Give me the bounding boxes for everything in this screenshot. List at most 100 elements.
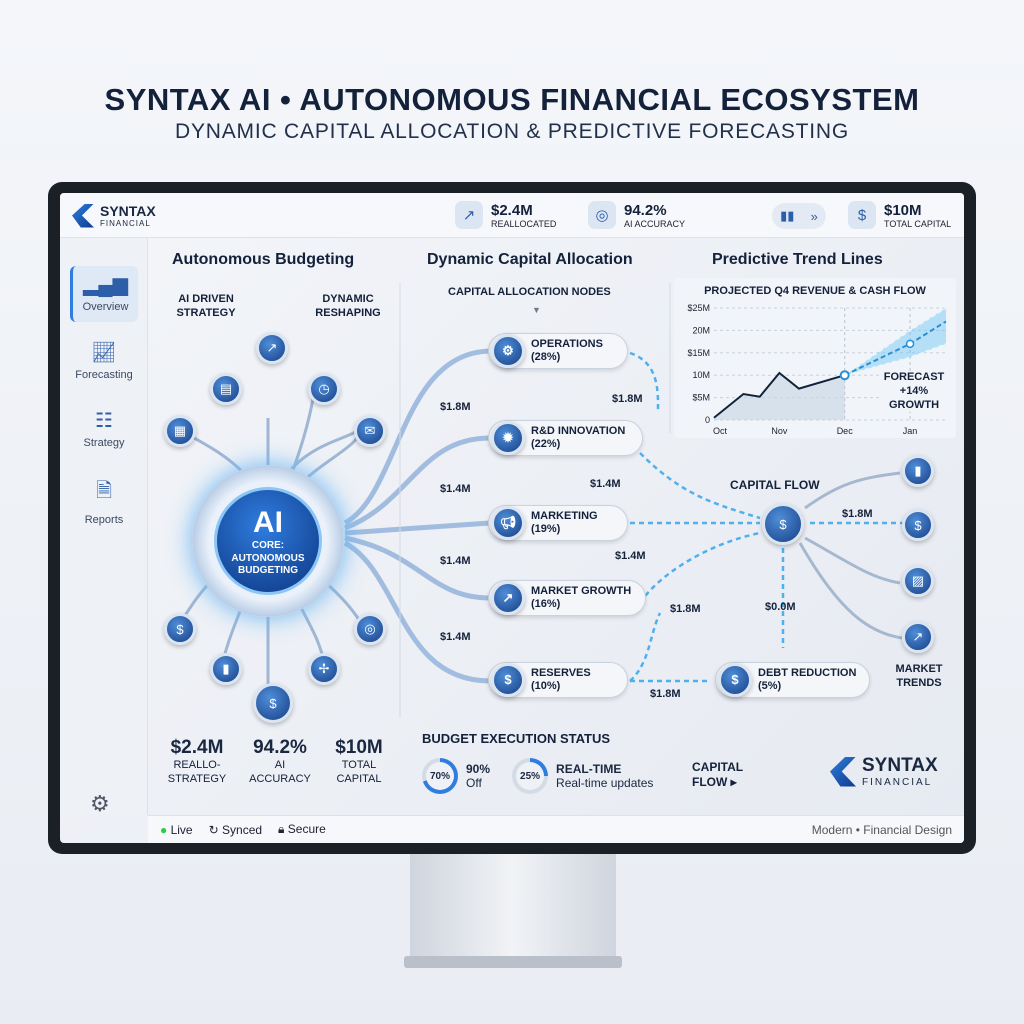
- amount-label: $1.4M: [440, 631, 471, 643]
- live-status: ● Live: [160, 822, 193, 837]
- progress-ring-70: 70%: [422, 758, 458, 794]
- gear-icon[interactable]: ⚙: [90, 791, 110, 816]
- bar-chart-node-icon[interactable]: ▮: [902, 455, 934, 487]
- kpi-label: TOTAL CAPITAL: [884, 218, 952, 229]
- node-marketing[interactable]: 📢︎MARKETING(19%): [488, 505, 628, 541]
- logo-name: SYNTAX: [100, 203, 156, 219]
- nav-label: Reports: [84, 514, 124, 526]
- sidebar-item-forecasting[interactable]: 📈︎Forecasting: [70, 334, 138, 390]
- amount-label: $1.8M: [612, 393, 643, 405]
- monitor-base: [404, 956, 622, 968]
- growth-icon: ↗: [491, 581, 525, 615]
- kpi-label: REALLOCATED: [491, 218, 557, 229]
- ai-core-text: CORE: AUTONOMOUS BUDGETING: [231, 540, 305, 576]
- document-icon: 🗎︎: [95, 480, 113, 502]
- chevrons-right-icon[interactable]: »: [810, 208, 818, 224]
- amount-label: $1.8M: [650, 688, 681, 700]
- ai-core: AI CORE: AUTONOMOUS BUDGETING: [214, 487, 322, 595]
- node-debt-reduction[interactable]: $DEBT REDUCTION(5%): [715, 662, 870, 698]
- trend-lines: [798, 471, 903, 640]
- sidebar-item-reports[interactable]: 🗎︎ Reports: [70, 470, 138, 526]
- synced-status: ↻ Synced: [208, 822, 263, 837]
- progress-ring-25: 25%: [512, 758, 549, 794]
- monitor-stand: [410, 854, 616, 966]
- amount-label: $0.0M: [765, 601, 796, 613]
- amount-label: $1.8M: [842, 508, 873, 520]
- budgeting-title: Autonomous Budgeting: [172, 251, 355, 268]
- x-tick-label: Jan: [903, 426, 918, 436]
- coins-node-icon[interactable]: ◎: [354, 613, 386, 645]
- forecast-band: [844, 308, 946, 376]
- stat-accuracy: 94.2%AI ACCURACY: [249, 737, 311, 785]
- shuffle-node-icon[interactable]: ✢: [308, 653, 340, 685]
- ai-driven-label: AI DRIVEN STRATEGY: [176, 293, 236, 319]
- sidebar: ▂▄▆Overview 📈︎Forecasting ☷Strategy 🗎︎ Re…: [60, 238, 148, 816]
- amount-label: $1.4M: [615, 550, 646, 562]
- x-tick-label: Oct: [713, 426, 728, 436]
- band-upper-line: [844, 307, 947, 376]
- ai-core-hub[interactable]: AI CORE: AUTONOMOUS BUDGETING: [192, 465, 344, 617]
- sidebar-item-strategy[interactable]: ☷Strategy: [70, 402, 138, 458]
- logo-sub: FINANCIAL: [100, 219, 151, 228]
- budget-node-icon[interactable]: ▤: [210, 373, 242, 405]
- cog-icon: ✹: [491, 421, 525, 455]
- y-tick-label: $15M: [687, 348, 710, 358]
- y-tick-label: $25M: [687, 303, 710, 313]
- secure-status: 🔒︎ Secure: [278, 822, 326, 836]
- ring1-caption: Off: [466, 776, 482, 790]
- trend-icon: ↗: [455, 201, 483, 229]
- dollar-node-icon[interactable]: $: [253, 683, 293, 723]
- data-point: [905, 339, 915, 349]
- status-bar: ● Live ↻ Synced 🔒︎ Secure Modern • Finan…: [148, 815, 964, 843]
- allocation-subtitle: CAPITAL ALLOCATION NODES: [448, 286, 611, 298]
- line-chart-icon: 📈︎: [91, 342, 117, 364]
- actual-area: [714, 372, 845, 420]
- money-bag-icon: $: [491, 663, 525, 697]
- view-toggle[interactable]: ▮▮ »: [772, 203, 826, 229]
- market-trends-label: MARKET TRENDS: [895, 663, 943, 689]
- gear-icon: ⚙: [491, 334, 525, 368]
- bars-node-icon[interactable]: ▮: [210, 653, 242, 685]
- clock-node-icon[interactable]: ◷: [308, 373, 340, 405]
- capital-flow-lines: [629, 351, 905, 683]
- sidebar-item-overview[interactable]: ▂▄▆Overview: [70, 266, 138, 322]
- kpi-accuracy: ◎ 94.2%AI ACCURACY: [588, 201, 685, 229]
- kpi-value: $10M: [884, 201, 922, 219]
- dollar-node-icon[interactable]: $: [164, 613, 196, 645]
- forecast-annotation: FORECAST +14% GROWTH: [882, 371, 946, 413]
- kpi-value: $2.4M: [491, 201, 533, 219]
- node-operations[interactable]: ⚙OPERATIONS(28%): [488, 333, 628, 369]
- growth-node-icon[interactable]: ↗: [256, 332, 288, 364]
- y-tick-label: $5M: [692, 393, 710, 403]
- dollar-node-icon[interactable]: $: [902, 509, 934, 541]
- chart-node-icon[interactable]: ▨: [902, 565, 934, 597]
- dynamic-reshaping-label: DYNAMIC RESHAPING: [315, 293, 381, 319]
- report-node-icon[interactable]: ▦: [164, 415, 196, 447]
- logo-icon: [830, 756, 856, 787]
- allocation-arrows: [343, 348, 491, 684]
- kpi-value: 94.2%: [624, 201, 667, 219]
- trend-node-icon[interactable]: ↗: [902, 621, 934, 653]
- capital-flow-link[interactable]: CAPITAL FLOW ▸: [692, 760, 743, 789]
- lock-icon: 🔒︎: [278, 822, 285, 836]
- ring2-value: REAL-TIME: [556, 761, 622, 776]
- node-market-growth[interactable]: ↗MARKET GROWTH(16%): [488, 580, 646, 616]
- dollar-icon: $: [848, 201, 876, 229]
- node-rd-innovation[interactable]: ✹R&D INNOVATION(22%): [488, 420, 643, 456]
- chart-node-icon[interactable]: ✉: [354, 415, 386, 447]
- y-tick-label: 20M: [692, 325, 710, 335]
- debt-icon: $: [718, 663, 752, 697]
- y-tick-label: 0: [705, 415, 710, 425]
- capital-flow-hub-icon[interactable]: $: [762, 503, 804, 545]
- capital-flow-label: CAPITAL FLOW: [730, 478, 820, 492]
- actual-line: [713, 371, 845, 419]
- bar-chart-icon: ▂▄▆: [83, 274, 128, 296]
- bar-chart-icon[interactable]: ▮▮: [780, 208, 795, 223]
- node-reserves[interactable]: $RESERVES(10%): [488, 662, 628, 698]
